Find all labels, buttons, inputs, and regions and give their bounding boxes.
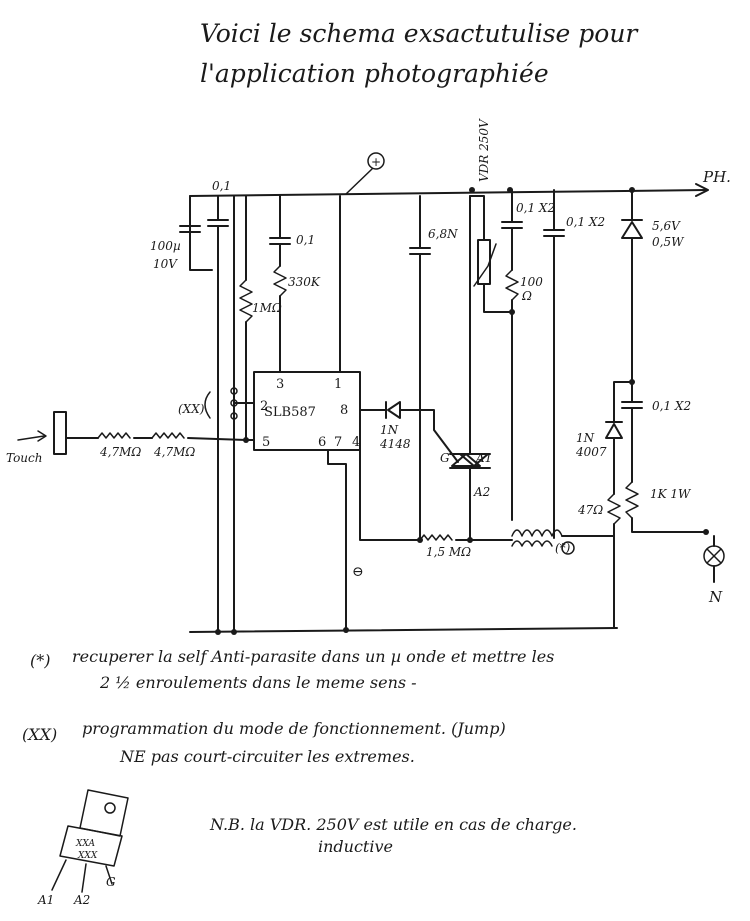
package-marking-2: XXX bbox=[77, 851, 98, 861]
label-1n4007-a: 1N bbox=[576, 431, 595, 445]
jumper-pads bbox=[204, 387, 249, 443]
note-xx-mark: (XX) bbox=[22, 725, 57, 744]
triac-package bbox=[51, 789, 129, 893]
label-6n8: 6,8N bbox=[428, 227, 458, 241]
triac bbox=[449, 195, 491, 543]
positive-rail bbox=[189, 183, 709, 197]
label-1m: 1MΩ bbox=[252, 301, 282, 315]
note-star-line-1: recuperer la self Anti-parasite dans un … bbox=[72, 647, 554, 666]
label-zener-v: 5,6V bbox=[652, 219, 681, 233]
resistor-15m bbox=[419, 534, 513, 541]
label-47m-a: 4,7MΩ bbox=[99, 445, 141, 459]
label-r100: 100 bbox=[520, 275, 543, 289]
svg-text:8: 8 bbox=[340, 403, 348, 418]
label-47m-b: 4,7MΩ bbox=[153, 445, 195, 459]
label-1n4148-a: 1N bbox=[380, 423, 399, 437]
resistor-1m bbox=[239, 195, 253, 441]
capacitor-6n8 bbox=[409, 195, 431, 543]
resistor-330k bbox=[273, 265, 287, 373]
label-triac-a2: A2 bbox=[473, 485, 490, 499]
label-100u: 100µ bbox=[150, 239, 181, 253]
package-g: G bbox=[106, 875, 116, 889]
wire-pin6-7 bbox=[327, 449, 347, 633]
label-vdr: VDR 250V bbox=[477, 118, 491, 182]
label-c01x2-b: 0,1 X2 bbox=[566, 215, 605, 229]
label-c01-top: 0,1 bbox=[212, 179, 231, 193]
svg-text:3: 3 bbox=[276, 377, 284, 392]
label-triac-g: G bbox=[440, 451, 450, 465]
label-xx: (XX) bbox=[178, 402, 205, 416]
capacitor-01x2-a bbox=[501, 187, 523, 271]
ph-label: PH. bbox=[702, 168, 731, 186]
lamp-load bbox=[703, 535, 725, 583]
resistor-100 bbox=[505, 269, 519, 521]
svg-text:7: 7 bbox=[334, 435, 342, 450]
touch-label: Touch bbox=[6, 451, 42, 465]
note-star-mark: (*) bbox=[30, 651, 50, 670]
package-a2: A2 bbox=[73, 893, 90, 907]
note-nb-line-1: N.B. la VDR. 250V est utile en cas de ch… bbox=[209, 815, 577, 834]
svg-text:5: 5 bbox=[262, 435, 270, 450]
resistor-47 bbox=[607, 493, 621, 629]
label-c01x2-a: 0,1 X2 bbox=[516, 201, 555, 215]
wire-pin4 bbox=[359, 443, 421, 541]
label-10v: 10V bbox=[153, 257, 178, 271]
minus-marker: ⊖ bbox=[352, 564, 364, 580]
rail-junctions bbox=[215, 627, 349, 635]
title-line-2: l'application photographiée bbox=[200, 59, 549, 88]
note-xx-line-1: programmation du mode de fonctionnement.… bbox=[82, 719, 506, 738]
zener-56v bbox=[621, 187, 643, 401]
svg-text:SLB587: SLB587 bbox=[264, 405, 316, 420]
label-r100-unit: Ω bbox=[521, 289, 532, 303]
package-a1: A1 bbox=[37, 893, 54, 907]
vdr-250v bbox=[469, 187, 513, 313]
label-1n4007-b: 4007 bbox=[575, 445, 607, 459]
note-xx-line-2: NE pas court-circuiter les extremes. bbox=[119, 747, 415, 766]
label-r47: 47Ω bbox=[577, 503, 603, 517]
capacitor-01-rc bbox=[269, 195, 291, 267]
label-c01-rc: 0,1 bbox=[296, 233, 315, 247]
label-c01x2-c: 0,1 X2 bbox=[652, 399, 691, 413]
plus-marker: + bbox=[345, 152, 385, 195]
capacitor-100u bbox=[179, 195, 213, 271]
svg-text:+: + bbox=[371, 155, 381, 169]
capacitor-01x2-b bbox=[543, 189, 565, 539]
inductor-self bbox=[511, 529, 615, 555]
label-zener-w: 0,5W bbox=[652, 235, 685, 249]
label-15m: 1,5 MΩ bbox=[426, 545, 471, 559]
capacitor-01-left bbox=[207, 195, 229, 633]
n-label: N bbox=[708, 588, 723, 606]
label-star-self: (*) bbox=[555, 541, 571, 555]
package-marking-1: XXA bbox=[75, 839, 95, 849]
capacitor-01x2-c bbox=[621, 381, 643, 483]
svg-text:6: 6 bbox=[318, 435, 326, 450]
ic-slb587: 3 1 2 8 SLB587 5 6 7 4 bbox=[253, 371, 361, 451]
label-triac-a1: A1 bbox=[475, 451, 492, 465]
label-1n4148-b: 4148 bbox=[379, 437, 411, 451]
note-nb-line-2: inductive bbox=[318, 837, 393, 856]
label-1k: 1K 1W bbox=[650, 487, 692, 501]
negative-rail bbox=[189, 627, 618, 633]
svg-text:4: 4 bbox=[352, 435, 360, 450]
diode-1n4148 bbox=[359, 401, 459, 463]
title-line-1: Voici le schema exsactutulise pour bbox=[200, 19, 639, 48]
svg-text:2: 2 bbox=[260, 399, 268, 414]
touch-electrode bbox=[17, 411, 67, 455]
resistors-47m bbox=[65, 432, 247, 441]
note-star-line-2: 2 ½ enroulements dans le meme sens - bbox=[99, 673, 417, 692]
svg-text:1: 1 bbox=[334, 377, 342, 392]
label-330k: 330K bbox=[288, 275, 321, 289]
resistor-1k bbox=[625, 481, 709, 535]
diode-1n4007 bbox=[605, 381, 633, 495]
